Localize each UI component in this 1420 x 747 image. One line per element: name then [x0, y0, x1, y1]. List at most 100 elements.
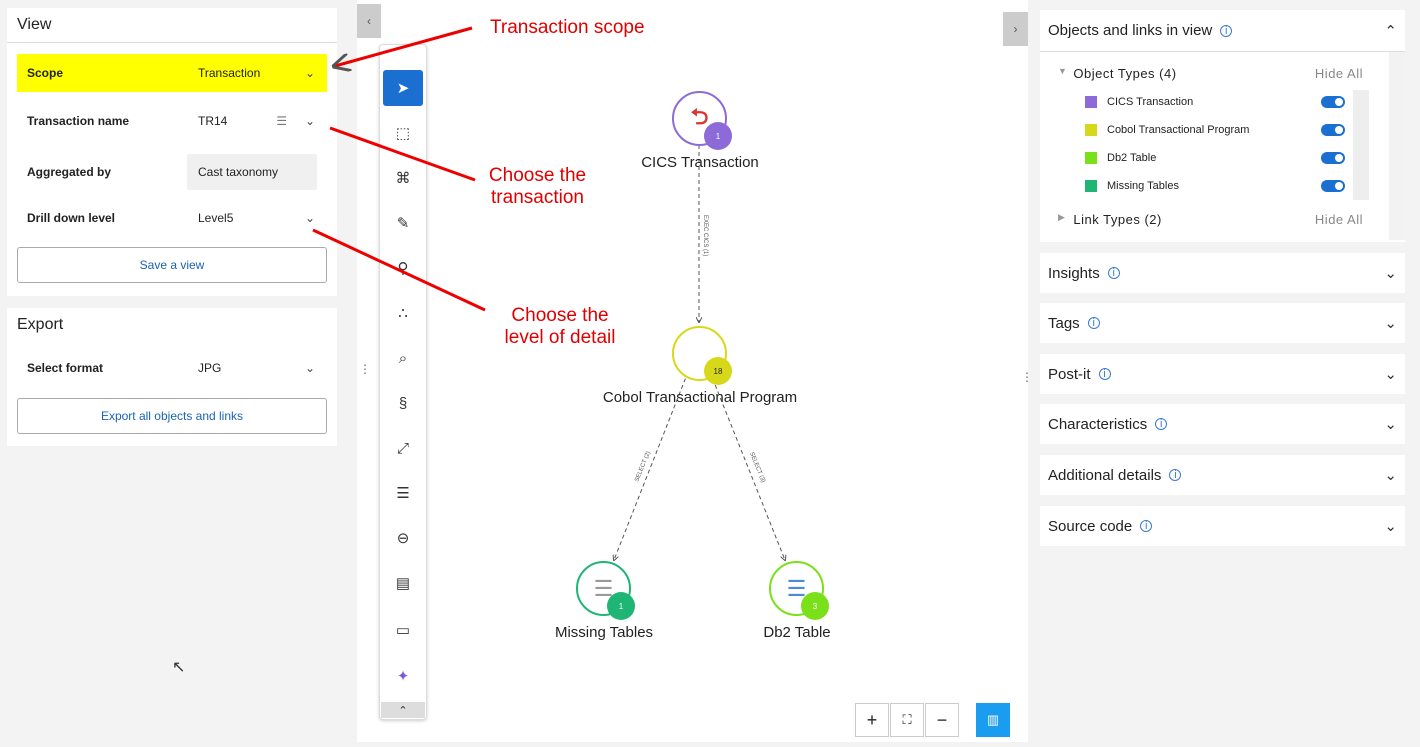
zoom-in-button[interactable]: +: [855, 703, 889, 737]
chevron-down-icon: ⌄: [1384, 416, 1397, 433]
object-types-label: Object Types (4): [1073, 66, 1177, 81]
link-types-label: Link Types (2): [1073, 212, 1162, 227]
filter-settings-icon[interactable]: ☰: [276, 114, 287, 128]
annotation-scope: Transaction scope: [490, 17, 645, 38]
panel-title: Post-it: [1048, 365, 1091, 383]
transaction-name-select[interactable]: Transaction name TR14 ☰ ⌄: [17, 102, 327, 140]
collapse-left-button[interactable]: ‹: [357, 4, 381, 38]
group-tool[interactable]: ∴: [398, 305, 408, 322]
panel-title: Tags: [1048, 314, 1080, 332]
chevron-down-icon: ⌄: [304, 211, 316, 225]
edge-label: SELECT (2): [634, 451, 652, 483]
aggregated-value: Cast taxonomy: [187, 154, 317, 190]
format-label: Select format: [27, 361, 104, 375]
panel-title: Characteristics: [1048, 415, 1148, 433]
toggle-icon[interactable]: ⊖: [396, 530, 410, 547]
panel-title: Source code: [1048, 517, 1133, 535]
node-count-badge: 18: [704, 357, 732, 385]
chevron-down-icon: ⌄: [1384, 366, 1397, 383]
hide-all-objects[interactable]: Hide All: [1314, 66, 1363, 81]
comment-icon[interactable]: ▤: [395, 575, 411, 592]
chevron-down-icon: ⌄: [304, 66, 316, 80]
drill-label: Drill down level: [27, 211, 116, 225]
node-count-badge: 1: [704, 122, 732, 150]
transaction-value: TR14: [198, 114, 228, 128]
hierarchy-tool[interactable]: ⚲: [397, 260, 409, 277]
panel-scrollbar[interactable]: [1389, 52, 1405, 240]
edge-label: SELECT (3): [748, 452, 766, 484]
zoom-out-button[interactable]: −: [925, 703, 959, 737]
source-code-panel[interactable]: Source code i ⌄: [1040, 506, 1405, 546]
search-icon[interactable]: ⌕: [398, 349, 408, 367]
visibility-toggle[interactable]: [1321, 124, 1345, 136]
collapse-right-button[interactable]: ›: [1003, 12, 1028, 46]
box-select-tool[interactable]: ⬚: [395, 125, 411, 142]
edge-select-missing: [614, 371, 689, 560]
node-count-badge: 3: [801, 592, 829, 620]
hide-all-links[interactable]: Hide All: [1314, 212, 1363, 227]
transaction-label: Transaction name: [27, 114, 130, 128]
chevron-down-icon: ⌄: [1384, 265, 1397, 282]
view-title: View: [7, 8, 337, 43]
object-type-item: Cobol Transactional Program: [1085, 124, 1345, 136]
chevron-down-icon: ⌄: [1384, 518, 1397, 535]
toolbar-scroll-up[interactable]: ⌃: [381, 702, 425, 718]
shapes-tool[interactable]: ⌘: [395, 170, 411, 187]
info-icon: i: [1087, 317, 1100, 329]
characteristics-panel[interactable]: Characteristics i ⌄: [1040, 404, 1405, 444]
info-icon: i: [1098, 368, 1111, 380]
node-label: CICS Transaction: [641, 154, 759, 171]
list-icon[interactable]: ☰: [396, 485, 410, 502]
info-icon: i: [1220, 24, 1233, 37]
visibility-toggle[interactable]: [1321, 152, 1345, 164]
visibility-toggle[interactable]: [1321, 180, 1345, 192]
edge-select-db2: [709, 371, 785, 560]
node-db2-table[interactable]: ☰: [769, 561, 824, 616]
ai-sparkle-icon[interactable]: ✦: [396, 668, 410, 685]
objects-links-header[interactable]: Objects and links in view i ⌃: [1040, 10, 1405, 52]
drill-value: Level5: [198, 211, 234, 225]
chevron-down-icon: ⌄: [304, 114, 316, 128]
link-types-header[interactable]: ▶Link Types (2)Hide All: [1058, 212, 1363, 227]
type-label: Db2 Table: [1107, 152, 1157, 164]
info-icon: i: [1155, 418, 1168, 430]
type-label: Cobol Transactional Program: [1107, 124, 1250, 136]
node-label: Db2 Table: [763, 624, 831, 641]
type-label: CICS Transaction: [1107, 96, 1194, 108]
minimap-button[interactable]: ▥: [976, 703, 1010, 737]
object-types-scrollbar[interactable]: [1353, 90, 1369, 200]
path-tool[interactable]: §: [398, 394, 408, 412]
right-resize-handle[interactable]: ⋮: [1021, 370, 1033, 384]
tag-icon[interactable]: ▭: [395, 622, 411, 639]
chevron-down-icon: ⌄: [1384, 467, 1397, 484]
format-value: JPG: [198, 361, 222, 375]
insights-panel[interactable]: Insights i ⌄: [1040, 253, 1405, 293]
edge-label: EXEC CICS (1): [702, 215, 708, 256]
pencil-icon[interactable]: ✎: [396, 215, 410, 232]
fit-view-button[interactable]: ⛶: [890, 703, 924, 737]
objects-links-title: Objects and links in view: [1048, 22, 1213, 39]
panel-title: Insights: [1048, 264, 1100, 282]
export-button[interactable]: Export all objects and links: [17, 398, 327, 434]
select-pointer-tool[interactable]: ➤: [383, 70, 423, 106]
info-icon: i: [1140, 520, 1153, 532]
type-label: Missing Tables: [1107, 180, 1179, 192]
left-resize-handle[interactable]: ⋮: [359, 362, 371, 376]
object-type-item: Missing Tables: [1085, 180, 1345, 192]
info-icon: i: [1107, 267, 1120, 279]
object-types-header[interactable]: ▼Object Types (4)Hide All: [1058, 66, 1363, 81]
node-count-badge: 1: [607, 592, 635, 620]
post-it-panel[interactable]: Post-it i ⌄: [1040, 354, 1405, 394]
visibility-toggle[interactable]: [1321, 96, 1345, 108]
save-view-button[interactable]: Save a view: [17, 247, 327, 283]
chevron-up-icon: ⌃: [1384, 22, 1397, 40]
expand-icon[interactable]: ⤢: [396, 439, 409, 457]
drill-down-select[interactable]: Drill down level Level5 ⌄: [17, 199, 327, 237]
